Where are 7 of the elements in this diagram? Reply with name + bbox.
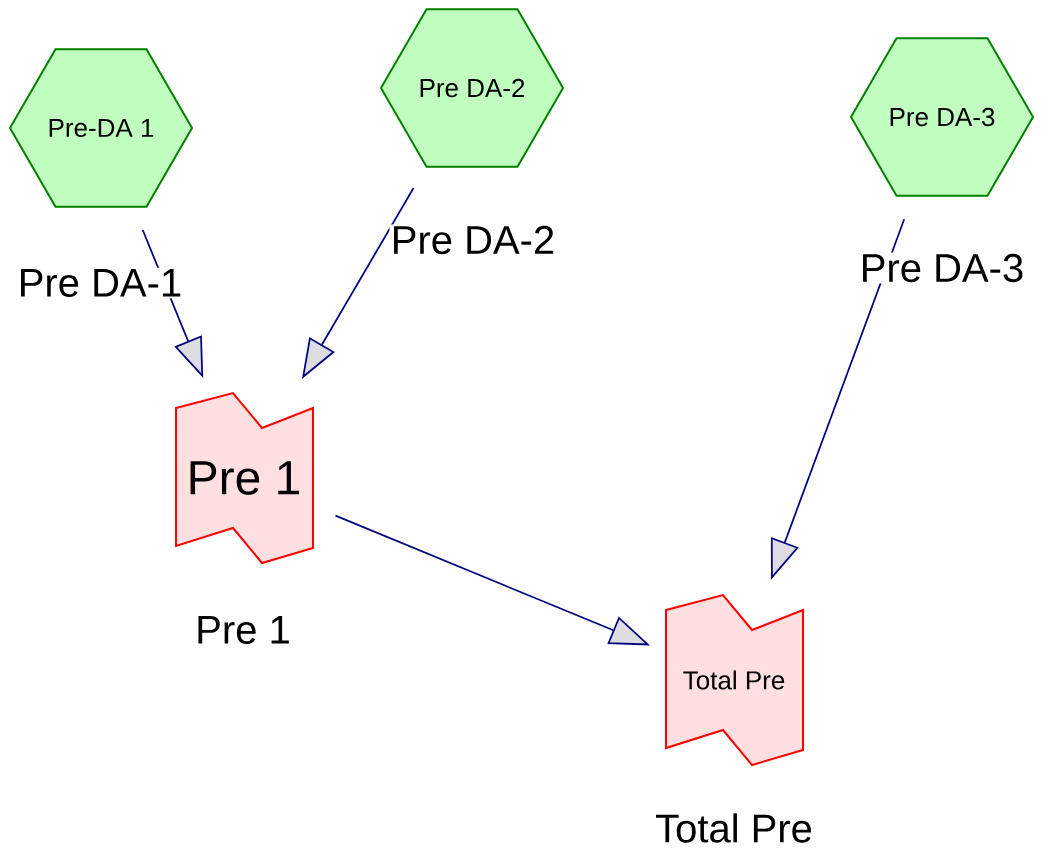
flag-node: Pre 1 [175,391,314,565]
node-caption: Pre DA-2 [389,224,557,256]
node-caption: Pre 1 [193,614,293,646]
node-caption: Pre DA-1 [16,267,184,299]
flag-node: Total Pre [665,593,804,767]
node-caption: Total Pre [653,812,815,845]
node-caption: Pre DA-3 [858,252,1026,284]
